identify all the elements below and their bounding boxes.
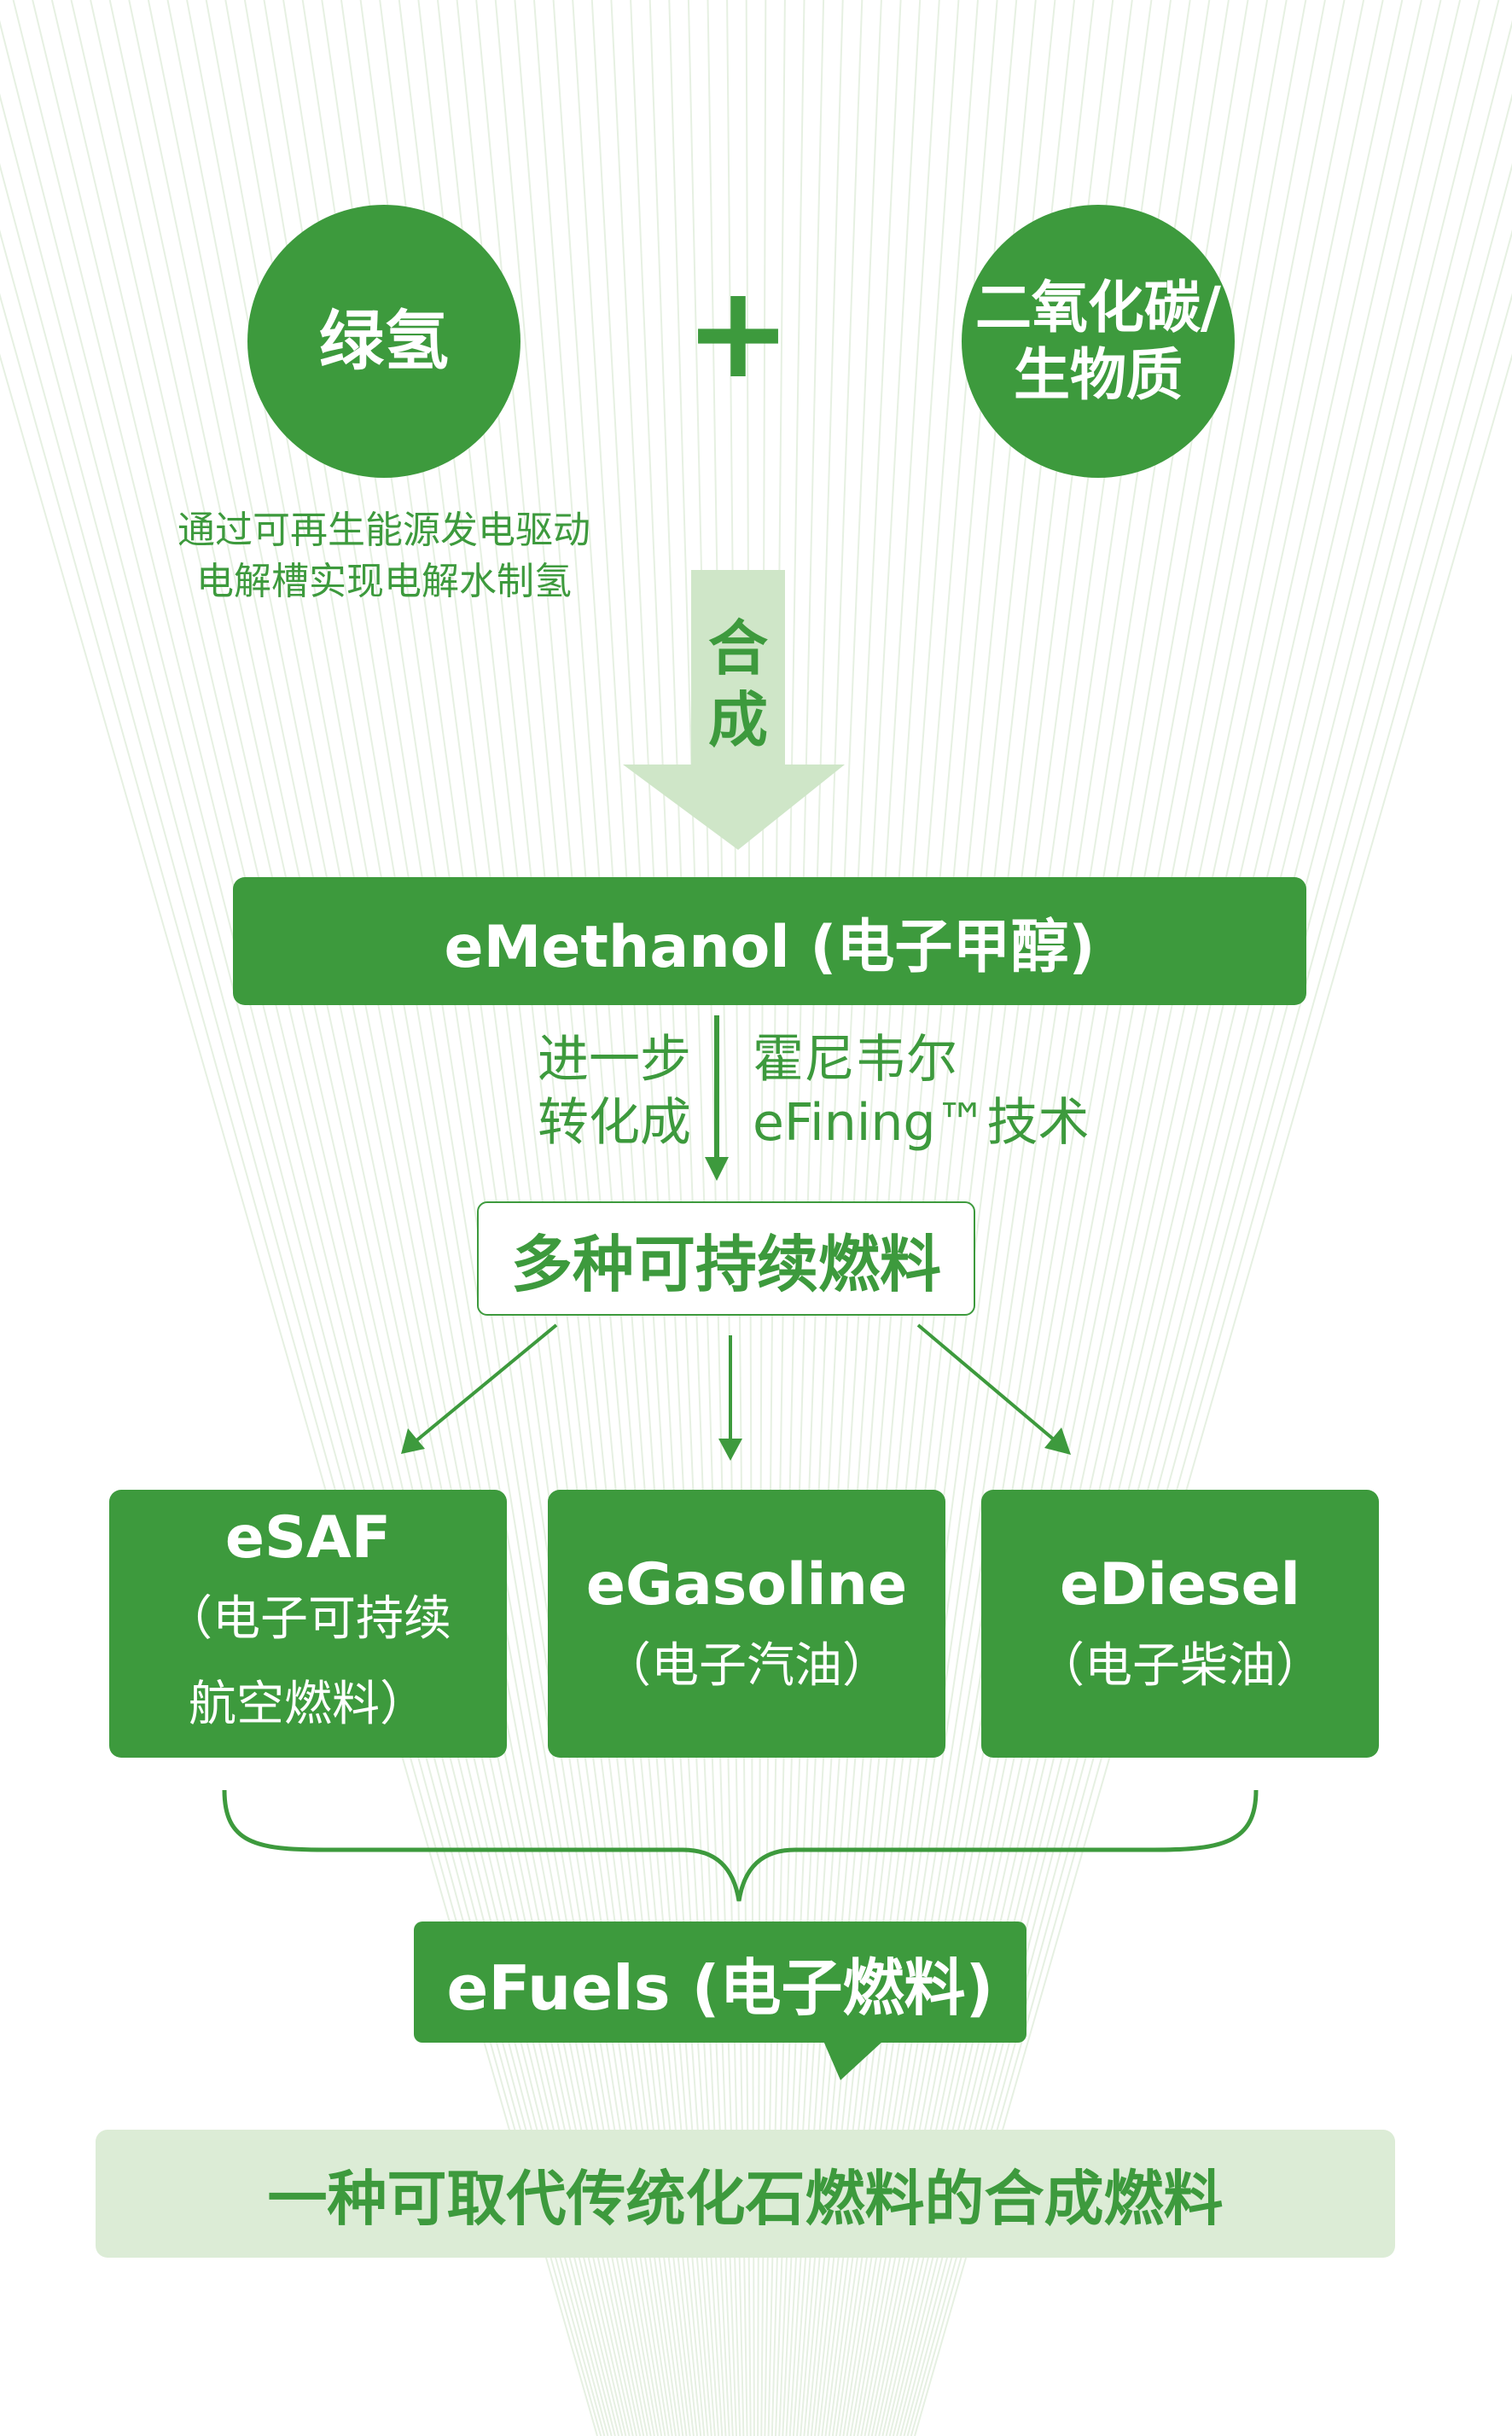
esaf-title: eSAF: [224, 1504, 392, 1572]
ediesel-subtitle: （电子柴油）: [1037, 1638, 1323, 1694]
fuels-header-label: 多种可持续燃料: [510, 1228, 941, 1300]
esaf-box: eSAF （电子可持续 航空燃料）: [109, 1490, 507, 1758]
definition-box: 一种可取代传统化石燃料的合成燃料: [96, 2130, 1395, 2258]
hydrogen-note: 通过可再生能源发电驱动 电解槽实现电解水制氢: [177, 509, 590, 603]
synthesis-arrow-icon: [623, 570, 845, 850]
conversion-arrow-icon: [705, 1015, 729, 1181]
plus-icon: +: [684, 259, 792, 407]
ediesel-box: eDiesel （电子柴油）: [981, 1490, 1379, 1758]
definition-text: 一种可取代传统化石燃料的合成燃料: [267, 2163, 1224, 2234]
fuels-header-box: 多种可持续燃料: [477, 1201, 975, 1316]
conversion-right-label: 霍尼韦尔 eFining™技术: [753, 1030, 1090, 1153]
co2-biomass-circle: 二氧化碳/ 生物质: [962, 205, 1235, 478]
efuels-label: eFuels (电子燃料): [446, 1951, 994, 2024]
synthesis-label: 合 成: [708, 613, 768, 755]
egasoline-subtitle: （电子汽油）: [603, 1638, 890, 1694]
ediesel-title: eDiesel: [1060, 1551, 1300, 1619]
co2-biomass-label: 二氧化碳/ 生物质: [974, 274, 1222, 408]
emethanol-label: eMethanol (电子甲醇): [444, 913, 1096, 981]
emethanol-box: eMethanol (电子甲醇): [233, 877, 1306, 1005]
egasoline-title: eGasoline: [585, 1551, 908, 1619]
efuels-pointer-icon: [823, 2041, 883, 2080]
esaf-subtitle: （电子可持续 航空燃料）: [165, 1591, 451, 1732]
efuels-box: eFuels (电子燃料): [414, 1921, 1026, 2043]
green-hydrogen-circle: 绿氢: [247, 205, 520, 478]
green-hydrogen-label: 绿氢: [319, 303, 449, 380]
conversion-left-label: 进一步 转化成: [538, 1030, 691, 1153]
egasoline-box: eGasoline （电子汽油）: [548, 1490, 945, 1758]
